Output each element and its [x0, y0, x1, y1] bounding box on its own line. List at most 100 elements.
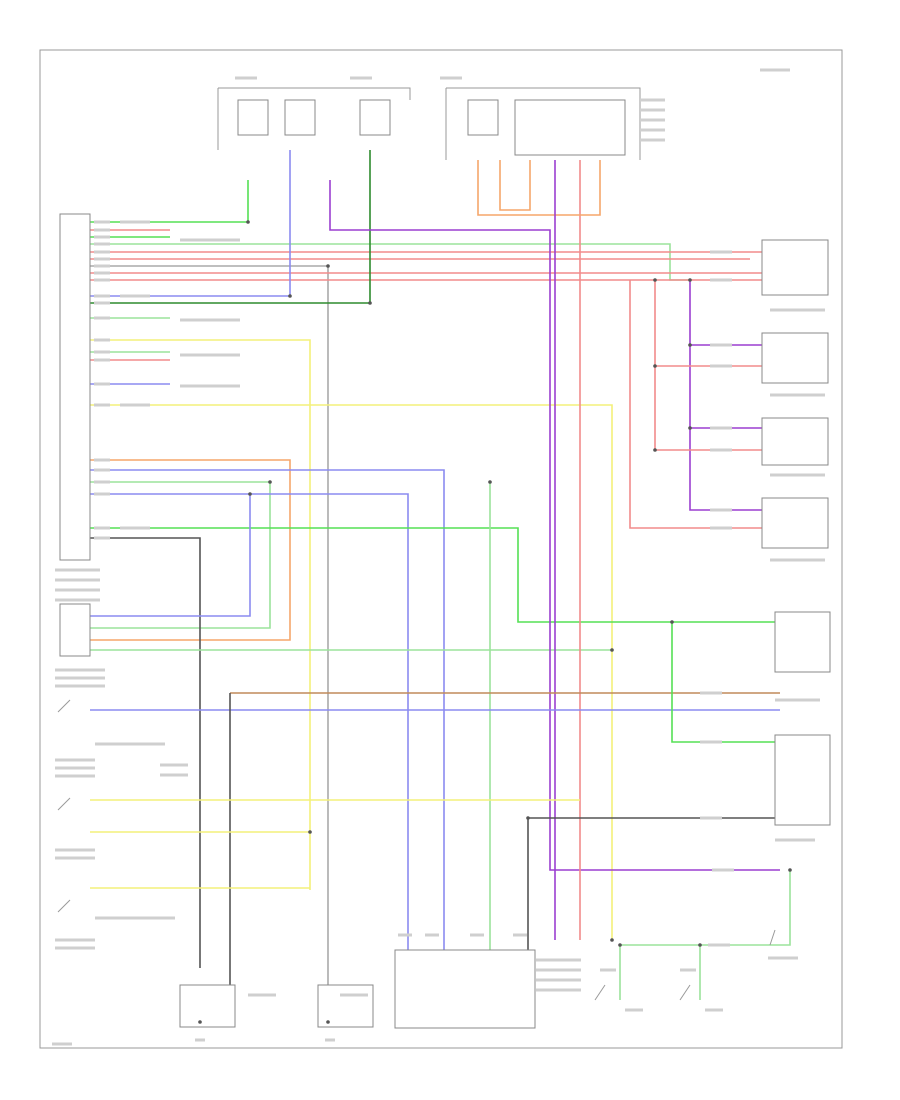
- illegible-label-9: [94, 294, 110, 298]
- diagram-border: [39, 49, 843, 1049]
- illegible-label-1: [94, 228, 110, 232]
- junction-dot-18: [610, 938, 614, 942]
- illegible-label-29: [180, 353, 240, 357]
- top-bus-left: [218, 87, 411, 100]
- junction-dot-7: [653, 364, 657, 368]
- junction-dot-19: [698, 943, 702, 947]
- illegible-label-90: [625, 1008, 643, 1012]
- illegible-label-6: [94, 264, 110, 268]
- illegible-label-45: [770, 393, 825, 397]
- junction-dot-2: [368, 301, 372, 305]
- illegible-label-24: [120, 294, 150, 298]
- illegible-label-58: [55, 758, 95, 762]
- illegible-label-25: [120, 403, 150, 407]
- illegible-label-64: [55, 946, 95, 950]
- illegible-label-66: [160, 773, 188, 777]
- wire-orange-top: [477, 160, 601, 216]
- switch-key: [769, 929, 776, 946]
- illegible-label-8: [94, 278, 110, 282]
- switch-left-3: [57, 899, 71, 913]
- illegible-label-80: [536, 978, 581, 982]
- illegible-label-84: [398, 933, 412, 937]
- wire-row-460: [90, 459, 291, 641]
- illegible-label-23: [120, 220, 150, 224]
- illegible-label-38: [710, 526, 732, 530]
- junction-dot-5: [653, 278, 657, 282]
- illegible-label-5: [94, 257, 110, 261]
- illegible-label-39: [700, 691, 722, 695]
- illegible-label-48: [775, 698, 820, 702]
- fuse-block-4: [467, 99, 499, 136]
- illegible-label-13: [94, 350, 110, 354]
- switch-bottom-1: [179, 984, 236, 1028]
- junction-dot-11: [610, 648, 614, 652]
- illegible-label-51: [55, 568, 100, 572]
- wire-row-266: [90, 265, 329, 1000]
- illegible-label-85: [425, 933, 439, 937]
- junction-dot-22: [326, 1020, 330, 1024]
- junction-dot-1: [288, 294, 292, 298]
- illegible-label-12: [94, 338, 110, 342]
- illegible-label-50: [768, 956, 798, 960]
- illegible-label-26: [120, 526, 150, 530]
- illegible-label-21: [94, 526, 110, 530]
- illegible-label-68: [95, 916, 175, 920]
- illegible-label-53: [55, 588, 100, 592]
- junction-dot-9: [653, 448, 657, 452]
- wire-lightgreen-945: [620, 870, 791, 946]
- door-switch-front: [774, 611, 831, 673]
- illegible-label-14: [94, 358, 110, 362]
- illegible-label-55: [55, 668, 105, 672]
- illegible-label-33: [710, 343, 732, 347]
- control-unit-connector-lower: [59, 603, 91, 657]
- fuse-block-2: [284, 99, 316, 136]
- wire-row-340: [90, 339, 311, 890]
- door-actuator-rear-left: [761, 417, 829, 466]
- illegible-label-93: [325, 1038, 335, 1042]
- wire-row-494: [90, 493, 409, 950]
- illegible-label-83: [340, 993, 368, 997]
- wire-row-222: [90, 180, 249, 223]
- wire-orange-top-inner: [499, 160, 531, 211]
- wire-row-616: [90, 494, 251, 617]
- junction-dot-20: [618, 943, 622, 947]
- illegible-label-44: [770, 308, 825, 312]
- illegible-label-41: [700, 816, 722, 820]
- junction-dot-4: [688, 278, 692, 282]
- label-layer: [52, 68, 825, 1046]
- illegible-label-82: [248, 993, 276, 997]
- illegible-label-56: [55, 676, 105, 680]
- switch-left-door: [594, 984, 606, 1001]
- illegible-label-11: [94, 316, 110, 320]
- illegible-label-78: [536, 958, 581, 962]
- illegible-label-79: [536, 968, 581, 972]
- wire-row-482: [90, 481, 271, 629]
- wire-row-296: [90, 180, 291, 297]
- illegible-label-75: [640, 118, 665, 122]
- fuse-block-1: [237, 99, 269, 136]
- relay-box-top: [514, 99, 626, 156]
- illegible-label-17: [94, 458, 110, 462]
- illegible-label-71: [440, 76, 462, 80]
- illegible-label-89: [680, 968, 696, 972]
- illegible-label-32: [710, 278, 732, 282]
- illegible-label-67: [95, 742, 165, 746]
- switch-right-door: [679, 984, 691, 1001]
- illegible-label-49: [775, 838, 815, 842]
- door-switch-rear: [774, 734, 831, 826]
- illegible-label-61: [55, 848, 95, 852]
- illegible-label-47: [770, 558, 825, 562]
- illegible-label-92: [195, 1038, 205, 1042]
- junction-dot-21: [198, 1020, 202, 1024]
- illegible-label-3: [94, 242, 110, 246]
- illegible-label-62: [55, 856, 95, 860]
- illegible-label-52: [55, 578, 100, 582]
- illegible-label-34: [710, 364, 732, 368]
- illegible-label-20: [94, 492, 110, 496]
- door-actuator-front-left: [761, 239, 829, 296]
- wire-right-528: [629, 280, 780, 529]
- illegible-label-7: [94, 271, 110, 275]
- junction-dot-0: [246, 220, 250, 224]
- illegible-label-35: [710, 426, 732, 430]
